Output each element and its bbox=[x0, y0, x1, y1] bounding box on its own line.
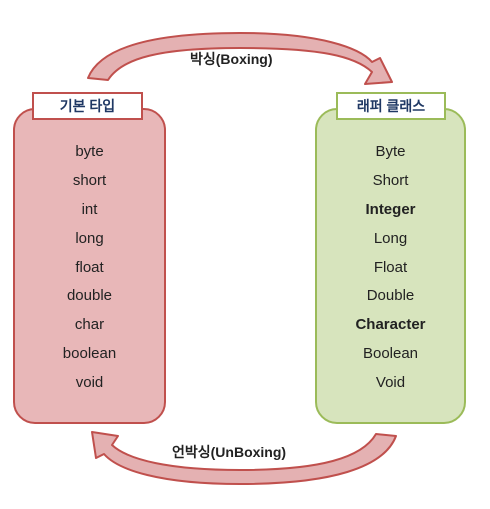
primitive-type-item: byte bbox=[75, 143, 104, 160]
wrapper-class-item: Long bbox=[373, 229, 408, 247]
primitive-type-item: double bbox=[66, 287, 113, 305]
wrapper-classes-panel bbox=[315, 108, 466, 424]
wrapper-class-item: Double bbox=[366, 287, 415, 305]
boxing-label: 박싱(Boxing) bbox=[190, 51, 273, 67]
wrapper-class-item: Byte bbox=[375, 143, 406, 160]
wrapper-class-item: Integer bbox=[365, 200, 416, 218]
wrapper-class-item: Short bbox=[372, 171, 409, 189]
primitive-type-item: char bbox=[74, 316, 105, 334]
boxing-arrow bbox=[87, 32, 393, 85]
wrapper-class-item: Boolean bbox=[362, 345, 419, 363]
unboxing-arrow bbox=[91, 431, 397, 485]
primitive-type-item: short bbox=[72, 171, 107, 189]
primitive-type-item: void bbox=[75, 374, 104, 392]
primitive-type-item: int bbox=[81, 200, 98, 218]
wrapper-classes-header: 래퍼 클래스 bbox=[336, 92, 446, 120]
unboxing-label: 언박싱(UnBoxing) bbox=[172, 444, 287, 460]
primitive-types-header: 기본 타입 bbox=[32, 92, 143, 120]
primitive-type-item: boolean bbox=[62, 345, 117, 363]
wrapper-classes-list: Byte Short Integer Long Float Double Cha… bbox=[315, 142, 466, 402]
wrapper-class-item: Void bbox=[375, 374, 406, 392]
primitive-types-list: byte short int long float double char bo… bbox=[13, 142, 166, 402]
wrapper-class-item: Character bbox=[355, 316, 426, 334]
primitive-type-item: long bbox=[75, 229, 104, 247]
primitive-types-panel bbox=[13, 108, 166, 424]
wrapper-class-item: Float bbox=[373, 258, 408, 276]
primitive-type-item: float bbox=[75, 258, 104, 276]
